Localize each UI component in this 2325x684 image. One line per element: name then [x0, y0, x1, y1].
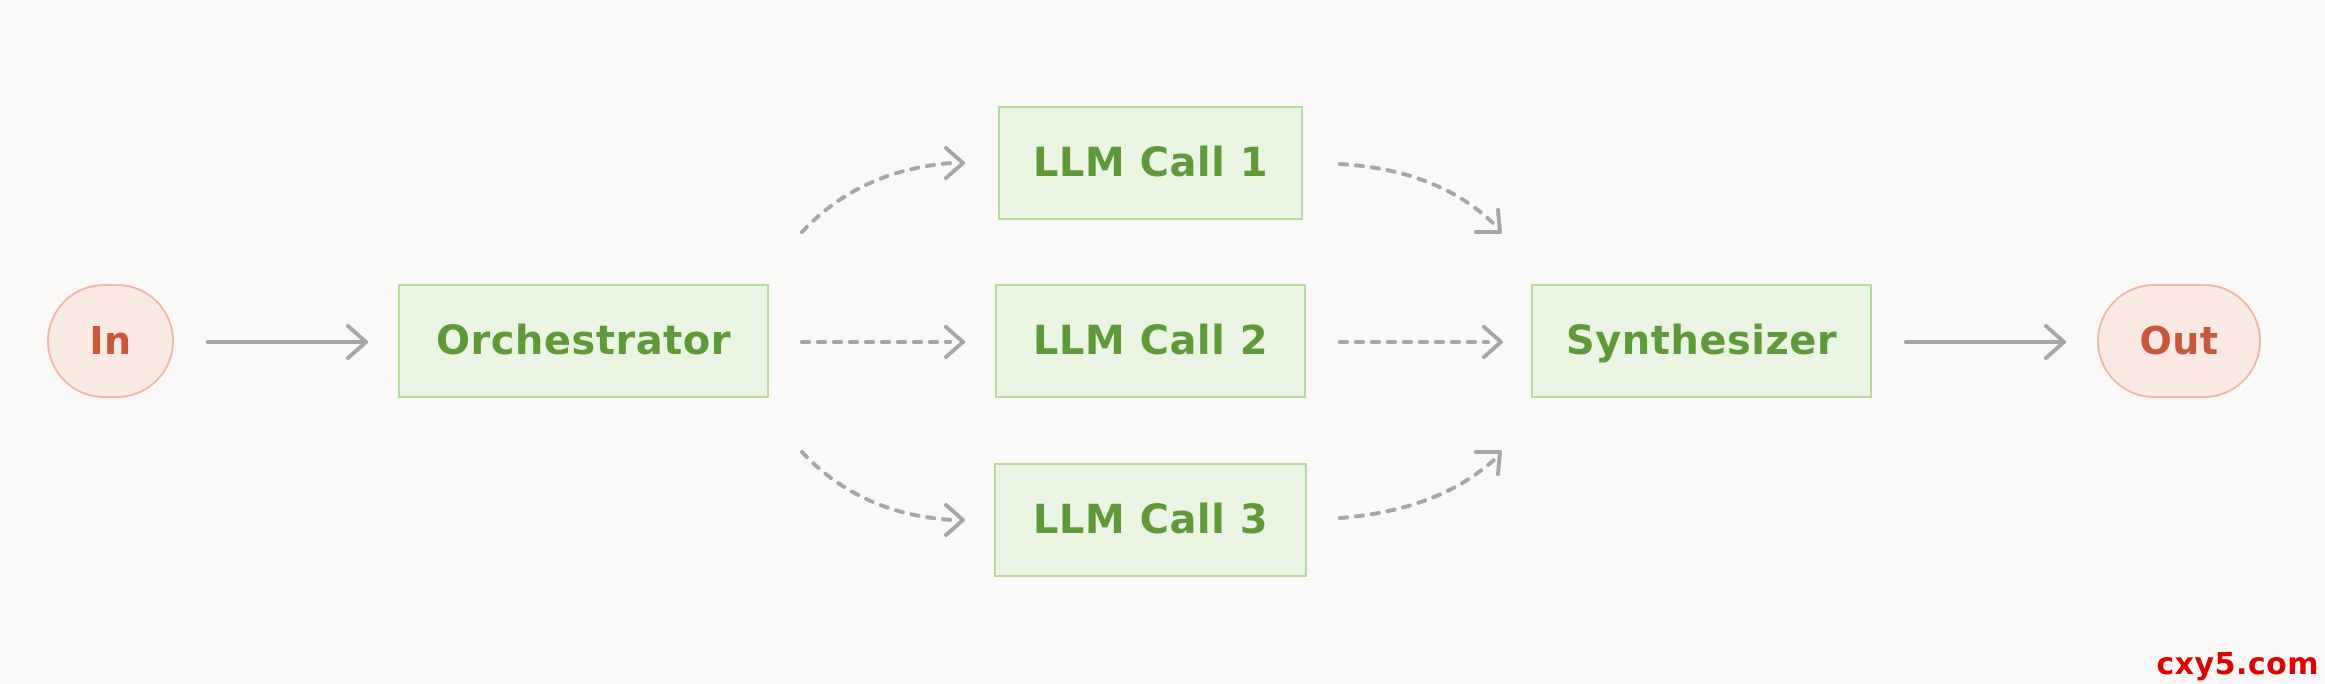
watermark: cxy5.com	[2156, 647, 2319, 682]
arrow-llm-call-2-to-synthesizer	[1338, 325, 1503, 359]
input-node: In	[47, 284, 174, 398]
arrow-orchestrator-to-llm-call-2	[800, 325, 965, 359]
arrow-in-to-orchestrator	[206, 324, 368, 360]
arrow-orchestrator-to-llm-call-3	[800, 450, 965, 537]
llm-call-1-node: LLM Call 1	[998, 106, 1303, 220]
orchestrator-node-label: Orchestrator	[435, 318, 732, 364]
arrow-synthesizer-to-out	[1904, 324, 2066, 360]
arrow-orchestrator-to-llm-call-1	[800, 146, 965, 234]
llm-call-3-node: LLM Call 3	[994, 463, 1307, 577]
output-node-label: Out	[2139, 319, 2219, 363]
llm-call-3-node-label: LLM Call 3	[1032, 497, 1269, 543]
arrow-llm-call-1-to-synthesizer	[1338, 162, 1502, 234]
llm-call-2-node-label: LLM Call 2	[1032, 318, 1269, 364]
llm-call-2-node: LLM Call 2	[995, 284, 1306, 398]
llm-call-1-node-label: LLM Call 1	[1032, 140, 1269, 186]
input-node-label: In	[89, 319, 132, 363]
synthesizer-node-label: Synthesizer	[1565, 318, 1838, 364]
synthesizer-node: Synthesizer	[1531, 284, 1872, 398]
arrow-llm-call-3-to-synthesizer	[1338, 450, 1502, 520]
orchestrator-node: Orchestrator	[398, 284, 769, 398]
output-node: Out	[2097, 284, 2261, 398]
